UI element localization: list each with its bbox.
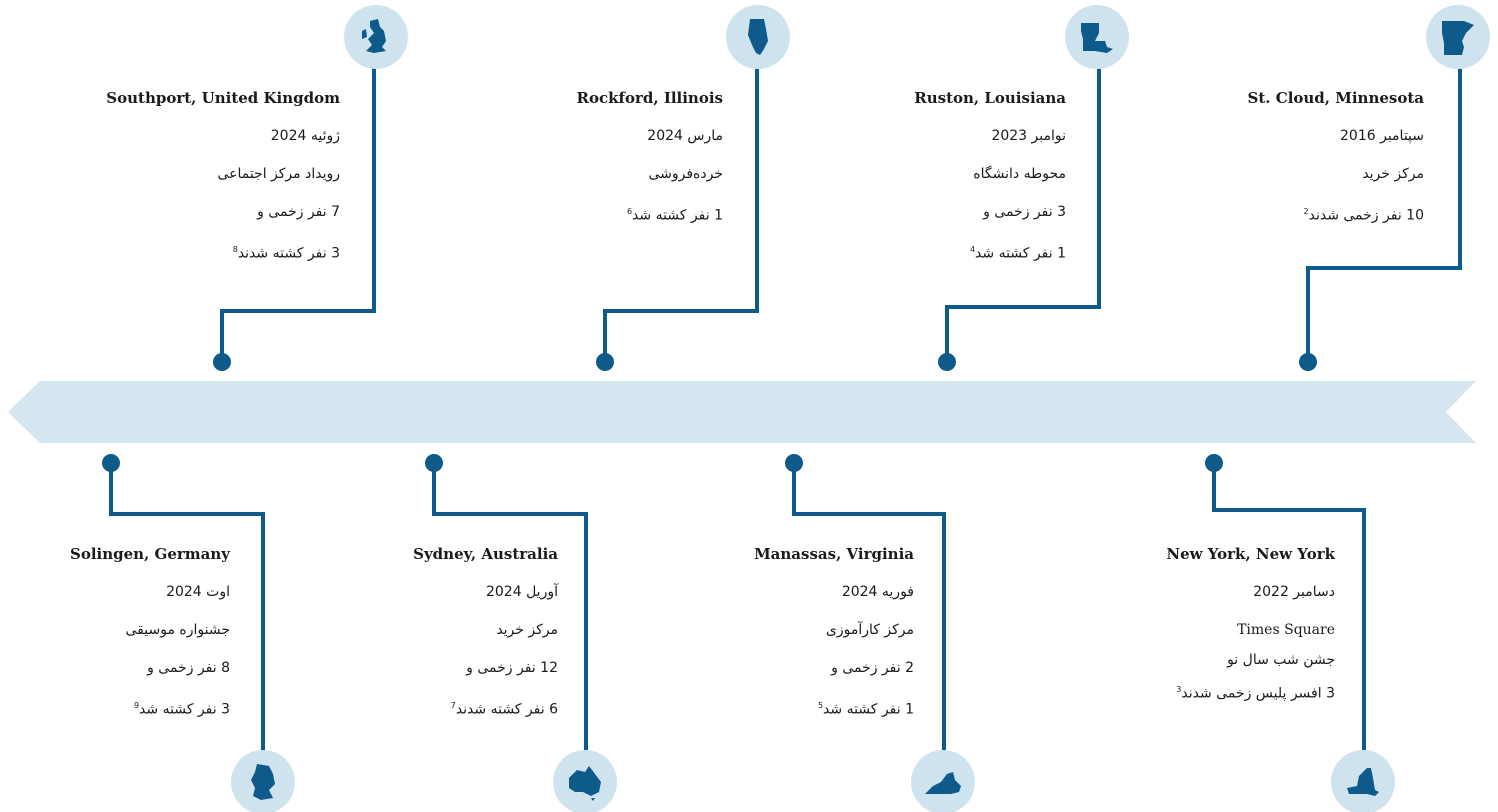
entry-injured: 7 نفر زخمی و: [257, 204, 340, 220]
timeline-dot: [213, 353, 231, 371]
entry-casualties: 3 افسر پلیس زخمی شدند3: [1176, 685, 1335, 702]
entry-date: فوریه 2024: [841, 584, 914, 600]
connector-line: [1306, 68, 1462, 362]
connectors: [102, 68, 1462, 755]
entry-location: Solingen, Germany: [70, 545, 230, 563]
virginia-map-icon: [911, 750, 975, 812]
entry-top-1: Rockford, Illinois مارس 2024 خرده‌فروشی …: [577, 88, 723, 226]
timeline-dot: [596, 353, 614, 371]
entry-location: Southport, United Kingdom: [106, 89, 340, 107]
timeline-dot: [785, 454, 803, 472]
entry-casualties: 1 نفر کشته شد4: [969, 245, 1066, 262]
entry-location: Ruston, Louisiana: [914, 89, 1066, 107]
footnote-ref: 4: [969, 245, 976, 254]
minnesota-map-icon: [1426, 5, 1490, 69]
entry-bottom-0: Solingen, Germany اوت 2024 جشنواره موسیق…: [70, 544, 230, 720]
entry-bottom-3: New York, New York دسامبر 2022 Times Squ…: [1166, 544, 1335, 704]
entry-location: Manassas, Virginia: [754, 545, 914, 563]
connector-line: [1212, 463, 1366, 755]
timeline-dot: [102, 454, 120, 472]
entry-date: دسامبر 2022: [1253, 584, 1335, 600]
timeline-arrow: [8, 381, 1476, 443]
entry-injured: 12 نفر زخمی و: [466, 660, 558, 676]
entry-location: Rockford, Illinois: [576, 89, 723, 107]
entry-top-0: Southport, United Kingdom ژوئیه 2024 روی…: [106, 88, 340, 264]
entry-casualties: 1 نفر کشته شد6: [626, 207, 723, 224]
entry-location: Sydney, Australia: [413, 545, 558, 563]
entry-date: آوریل 2024: [485, 584, 558, 600]
germany-map-icon: [231, 750, 295, 812]
connector-line: [109, 463, 265, 755]
entry-injured: 8 نفر زخمی و: [147, 660, 230, 676]
entry-casualties: 3 نفر کشته شدند8: [232, 245, 340, 262]
entry-date: سپتامبر 2016: [1340, 128, 1424, 144]
entry-venue: خرده‌فروشی: [648, 166, 723, 182]
timeline-dot: [938, 353, 956, 371]
entry-location: New York, New York: [1166, 545, 1335, 563]
entry-venue: محوطه دانشگاه: [973, 166, 1066, 182]
entry-top-2: Ruston, Louisiana نوامبر 2023 محوطه دانش…: [914, 88, 1066, 264]
footnote-ref: 5: [817, 701, 824, 710]
entry-location: St. Cloud, Minnesota: [1247, 89, 1424, 107]
footnote-ref: 7: [450, 701, 456, 710]
connector-line: [792, 463, 946, 755]
footnote-ref: 2: [1303, 207, 1309, 216]
connector-line: [945, 68, 1101, 362]
entry-date: اوت 2024: [166, 584, 230, 600]
timeline-dot: [1299, 353, 1317, 371]
timeline-dot: [425, 454, 443, 472]
new-york-map-icon: [1331, 750, 1395, 812]
entry-venue: مرکز خرید: [496, 622, 558, 638]
entry-bottom-2: Manassas, Virginia فوریه 2024 مرکز کارآم…: [754, 544, 914, 720]
entry-casualties: 6 نفر کشته شدند7: [450, 701, 558, 718]
entry-injured: 2 نفر زخمی و: [831, 660, 914, 676]
illinois-map-icon: [726, 5, 790, 69]
entry-venue: رویداد مرکز اجتماعی: [217, 166, 340, 182]
entry-date: نوامبر 2023: [991, 128, 1066, 144]
connector-line: [220, 68, 376, 362]
entry-date: ژوئیه 2024: [270, 128, 340, 144]
entry-bottom-1: Sydney, Australia آوریل 2024 مرکز خرید 1…: [413, 544, 558, 720]
connector-line: [432, 463, 588, 755]
louisiana-map-icon: [1065, 5, 1129, 69]
australia-map-icon: [553, 750, 617, 812]
entry-casualties: 3 نفر کشته شد9: [133, 701, 230, 718]
united-kingdom-map-icon: [344, 5, 408, 69]
entry-venue: جشنواره موسیقی: [125, 622, 230, 638]
entry-injured: 3 نفر زخمی و: [983, 204, 1066, 220]
footnote-ref: 6: [626, 207, 633, 216]
entry-top-3: St. Cloud, Minnesota سپتامبر 2016 مرکز خ…: [1248, 88, 1424, 226]
entry-casualties: 10 نفر زخمی شدند2: [1303, 207, 1424, 224]
connector-line: [603, 68, 759, 362]
timeline-dot: [1205, 454, 1223, 472]
entry-venue: مرکز کارآموزی: [825, 622, 914, 638]
entry-casualties: 1 نفر کشته شد5: [817, 701, 914, 718]
footnote-ref: 8: [232, 245, 238, 254]
footnote-ref: 3: [1176, 685, 1182, 694]
entry-venue: مرکز خرید: [1362, 166, 1424, 182]
entry-venue: Times Square: [1237, 622, 1335, 638]
entry-venue-detail: جشن شب سال نو: [1227, 652, 1335, 668]
map-badges: [231, 5, 1490, 812]
footnote-ref: 9: [133, 701, 140, 710]
entry-date: مارس 2024: [647, 128, 723, 144]
